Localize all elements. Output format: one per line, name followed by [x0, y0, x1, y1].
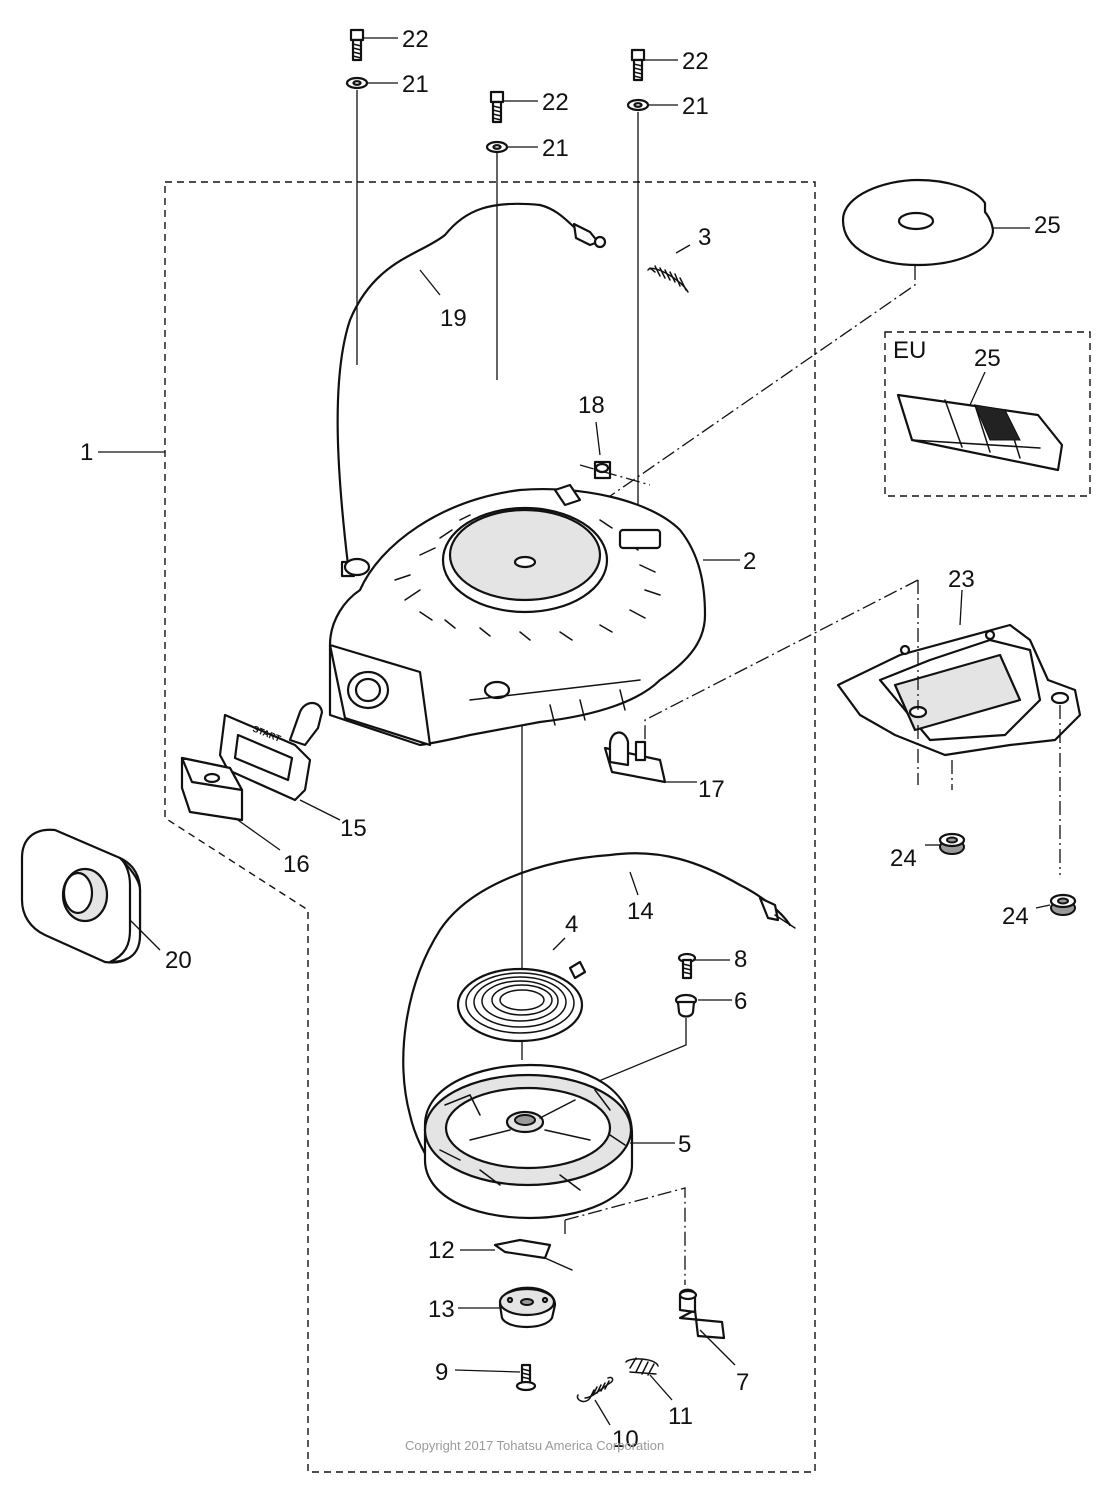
leader-lines: [98, 37, 1051, 1426]
cover-disc-25: [841, 178, 995, 267]
label-16: 16: [283, 851, 310, 878]
label-18: 18: [578, 392, 605, 419]
collar-6: [674, 993, 698, 1018]
label-22-center: 22: [542, 89, 569, 116]
label-24-a: 24: [890, 845, 917, 872]
retainer-13: [498, 1286, 557, 1328]
label-25-disc: 25: [1034, 212, 1061, 239]
cover-plate-23: [836, 623, 1082, 757]
label-8: 8: [734, 946, 747, 973]
label-5: 5: [678, 1131, 691, 1158]
starter-rope-14: [402, 852, 796, 1197]
eu-warning-label-25: [896, 393, 1064, 472]
label-6: 6: [734, 988, 747, 1015]
label-7: 7: [736, 1369, 749, 1396]
spring-10: [576, 1376, 614, 1403]
washer-21-center: [485, 140, 509, 154]
washer-21-right: [626, 98, 650, 112]
label-10: 10: [612, 1426, 639, 1453]
bolt-22-left: [349, 28, 365, 62]
grommet-24-b: [1049, 893, 1077, 916]
label-21-right: 21: [682, 93, 709, 120]
label-21-center: 21: [542, 135, 569, 162]
label-17: 17: [698, 776, 725, 803]
label-19: 19: [440, 305, 467, 332]
label-22-left: 22: [402, 26, 429, 53]
label-25-eu: 25: [974, 345, 1001, 372]
start-handle-15: START: [218, 701, 324, 802]
spring-11: [625, 1357, 659, 1376]
bolt-22-right: [630, 48, 646, 82]
label-9: 9: [435, 1359, 448, 1386]
grommet-20: [20, 828, 142, 964]
label-1: 1: [80, 439, 93, 466]
label-2: 2: [743, 548, 756, 575]
label-14: 14: [627, 898, 654, 925]
eu-box-title: EU: [893, 337, 926, 364]
assembly-boundary: [164, 181, 816, 1473]
recoil-spring-4: [456, 960, 587, 1043]
label-23: 23: [948, 566, 975, 593]
screw-9: [515, 1363, 537, 1392]
lever-17: [603, 731, 667, 784]
copyright-notice: Copyright 2017 Tohatsu America Corporati…: [405, 1438, 664, 1453]
rope-reel-5: [423, 1063, 634, 1220]
label-22-right: 22: [682, 48, 709, 75]
insert-block-16: [180, 756, 244, 822]
clip-18: [579, 460, 651, 486]
spring-3: [647, 265, 689, 293]
starter-housing-2: [328, 483, 707, 747]
screw-8: [677, 952, 697, 980]
grommet-24-a: [938, 832, 966, 855]
label-12: 12: [428, 1237, 455, 1264]
label-4: 4: [565, 911, 578, 938]
label-20: 20: [165, 947, 192, 974]
eu-inset-box: [884, 331, 1091, 497]
washer-21-left: [345, 76, 369, 90]
label-11: 11: [668, 1403, 693, 1430]
pawl-12: [493, 1238, 573, 1271]
label-15: 15: [340, 815, 367, 842]
bolt-22-center: [489, 90, 505, 124]
label-21-left: 21: [402, 71, 429, 98]
label-13: 13: [428, 1296, 455, 1323]
label-3: 3: [698, 224, 711, 251]
label-24-b: 24: [1002, 903, 1029, 930]
ratchet-7: [678, 1288, 726, 1340]
